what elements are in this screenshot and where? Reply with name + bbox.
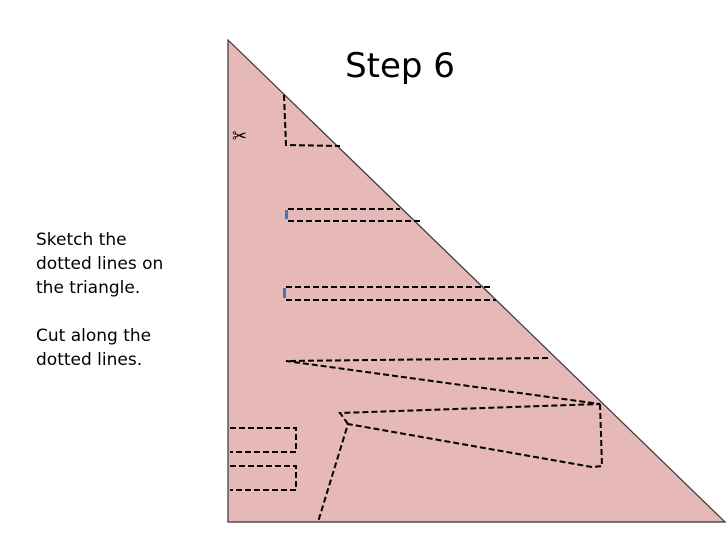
cut-line-4 [285, 357, 601, 405]
cut-line-7 [230, 427, 297, 453]
instruction-line: Cut along the [36, 326, 152, 346]
cut-line-3 [286, 286, 496, 301]
scissors-icon: ✂ [232, 126, 248, 147]
cut-line-1 [283, 94, 341, 147]
cut-line-5 [317, 403, 604, 523]
cut-line-2 [288, 208, 420, 222]
instructions-text: Sketch the dotted lines on the triangle.… [36, 228, 216, 372]
slide-title: Step 6 [345, 46, 455, 86]
paragraph-gap [36, 300, 216, 324]
instruction-line: dotted lines on [36, 254, 164, 274]
instruction-line: dotted lines. [36, 350, 143, 370]
instruction-line: Sketch the [36, 230, 127, 250]
cut-line-6 [338, 403, 601, 425]
accent-mark-1 [285, 210, 288, 219]
instruction-line: the triangle. [36, 278, 141, 298]
paper-triangle [227, 38, 727, 523]
accent-mark-2 [283, 288, 286, 298]
cut-line-8 [230, 465, 297, 491]
